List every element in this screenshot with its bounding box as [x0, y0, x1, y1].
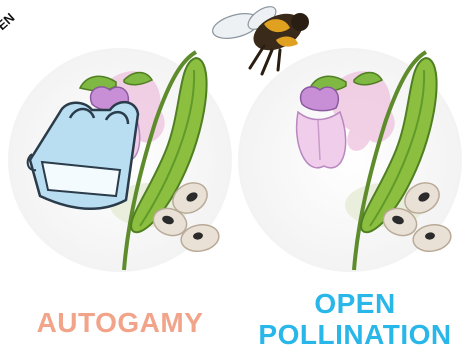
diagram-art [0, 0, 474, 300]
autogamy-label: AUTOGAMY [20, 307, 220, 339]
autogamy-panel [8, 48, 232, 272]
open-pollination-panel [238, 48, 462, 272]
open-pollination-label-line2: POLLINATION [240, 319, 470, 350]
bean-flower-icon [297, 87, 346, 168]
open-pollination-label-line1: OPEN [240, 288, 470, 319]
open-pollination-label: OPEN POLLINATION [240, 288, 470, 350]
